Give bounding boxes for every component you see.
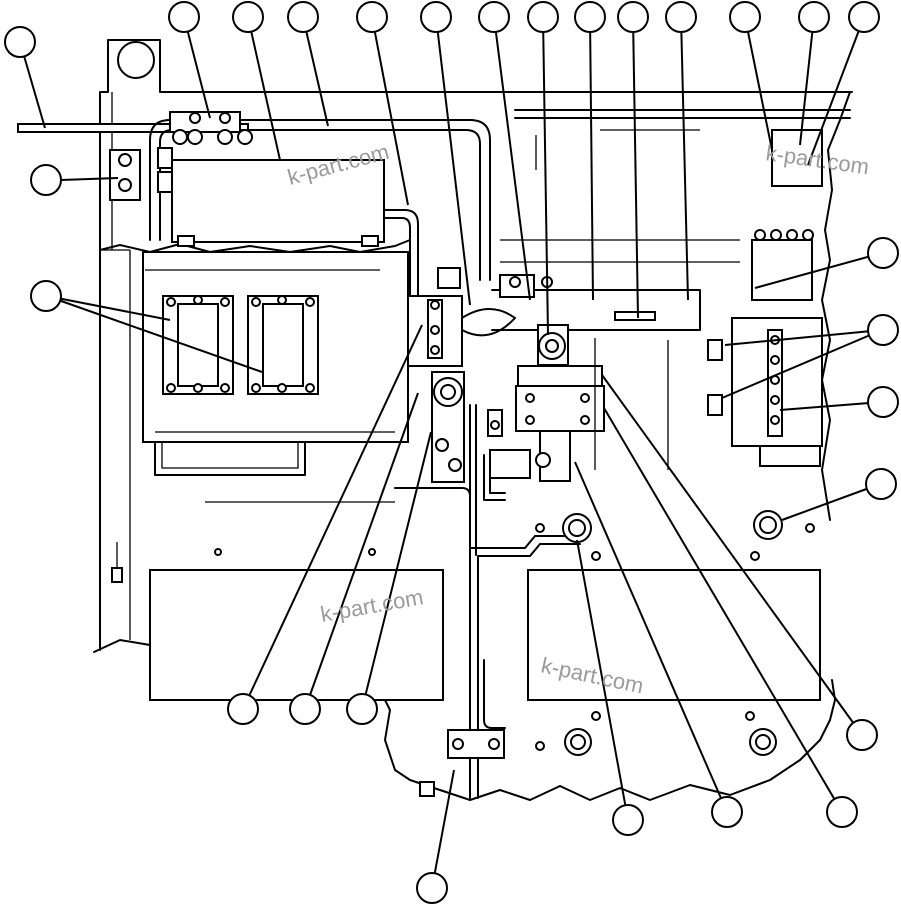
callout-balloon — [826, 796, 858, 828]
callout-balloon — [867, 237, 899, 269]
top-pipe — [17, 111, 491, 281]
callout-balloon — [846, 719, 878, 751]
callout-balloon — [227, 693, 259, 725]
callout-balloon — [617, 1, 649, 33]
callout-balloon — [356, 1, 388, 33]
callout-balloon — [574, 1, 606, 33]
callout-balloon — [665, 1, 697, 33]
callout-balloon — [867, 314, 899, 346]
callout-balloon — [30, 280, 62, 312]
leader-lines — [19, 16, 883, 889]
callout-balloon — [168, 1, 200, 33]
callout-balloon — [346, 693, 378, 725]
center-bracket — [394, 267, 581, 799]
callout-balloon — [289, 693, 321, 725]
upper-left-unit — [171, 159, 419, 301]
callout-balloon — [416, 872, 448, 904]
callout-balloon — [30, 164, 62, 196]
callout-balloon — [232, 1, 264, 33]
callout-balloon — [527, 1, 559, 33]
right-terminals — [707, 129, 823, 467]
callout-balloons — [4, 1, 899, 904]
callout-balloon — [4, 26, 36, 58]
callout-balloon — [798, 1, 830, 33]
callout-balloon — [612, 804, 644, 836]
callout-balloon — [867, 386, 899, 418]
callout-balloon — [729, 1, 761, 33]
callout-balloon — [711, 796, 743, 828]
center-block — [489, 129, 740, 482]
lower-area — [149, 510, 821, 797]
callout-balloon — [287, 1, 319, 33]
callout-balloon — [865, 468, 897, 500]
callout-balloon — [420, 1, 452, 33]
callout-balloon — [478, 1, 510, 33]
control-module — [111, 251, 409, 583]
callout-balloon — [848, 1, 880, 33]
